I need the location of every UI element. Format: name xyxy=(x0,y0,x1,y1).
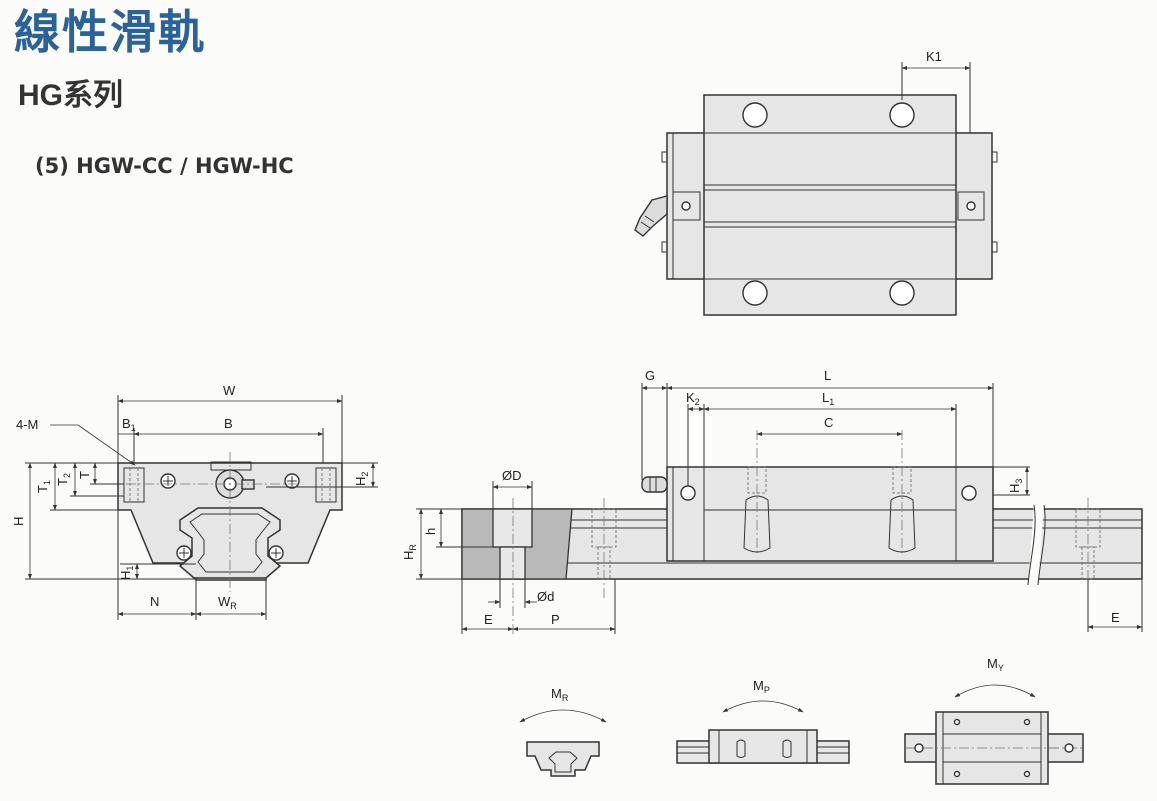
label-t: T xyxy=(77,471,92,479)
label-h1: H1 xyxy=(118,566,135,580)
label-w: W xyxy=(223,383,236,398)
label-c: C xyxy=(824,415,833,430)
label-t1: T1 xyxy=(35,480,52,493)
label-l: L xyxy=(824,368,831,383)
series-subtitle: HG系列 xyxy=(18,79,123,112)
model-heading: (5) HGW-CC / HGW-HC xyxy=(35,154,294,178)
label-k2: K2 xyxy=(686,390,700,407)
moment-roll-diagram: MR xyxy=(519,686,607,777)
mount-hole xyxy=(889,280,915,306)
label-b1: B1 xyxy=(122,416,136,433)
label-mr: MR xyxy=(551,686,569,703)
label-b: B xyxy=(224,416,233,431)
mount-hole xyxy=(742,280,768,306)
label-my: MY xyxy=(987,656,1004,673)
tap-hole-right xyxy=(315,467,337,503)
block-side xyxy=(666,466,994,562)
through-hole xyxy=(499,546,526,580)
top-view: K1 xyxy=(634,49,998,316)
tap-hole-left xyxy=(123,467,145,503)
ball-recirculation-slot xyxy=(743,495,771,553)
page-title: 線性滑軌 xyxy=(14,5,206,59)
label-p: P xyxy=(551,612,560,627)
pitch-block-icon xyxy=(708,729,818,764)
block-body-top xyxy=(703,94,957,316)
label-h: H xyxy=(11,517,26,526)
label-od: ØD xyxy=(502,468,522,483)
label-h-small: h xyxy=(423,528,438,535)
ball-recirculation-slot xyxy=(888,495,916,553)
label-t2: T2 xyxy=(55,473,72,486)
label-h3: H3 xyxy=(1007,479,1024,493)
roll-block-icon xyxy=(526,741,600,777)
label-k1: K1 xyxy=(926,49,942,64)
label-hr: HR xyxy=(401,544,418,560)
front-view: W B B1 4-M H T1 T2 T H2 H1 xyxy=(11,383,378,620)
mount-hole xyxy=(742,102,768,128)
label-h2: H2 xyxy=(353,472,370,486)
side-view: G L K2 L1 C H3 ØD HR h Ød xyxy=(401,368,1143,635)
label-d-small: Ød xyxy=(537,589,554,604)
label-l1: L1 xyxy=(822,390,834,407)
label-n: N xyxy=(150,594,159,609)
grease-nipple-top xyxy=(634,195,668,237)
moment-pitch-diagram: MP xyxy=(676,678,850,764)
label-e-left: E xyxy=(484,612,493,627)
label-wr: WR xyxy=(218,594,237,611)
label-g: G xyxy=(645,368,655,383)
label-mp: MP xyxy=(753,678,770,695)
counterbore xyxy=(492,508,533,548)
grease-nipple-side xyxy=(641,476,668,493)
mount-hole xyxy=(889,102,915,128)
label-e-right: E xyxy=(1111,610,1120,625)
moment-yaw-diagram: MY xyxy=(904,656,1084,785)
label-4-m: 4-M xyxy=(16,417,38,432)
